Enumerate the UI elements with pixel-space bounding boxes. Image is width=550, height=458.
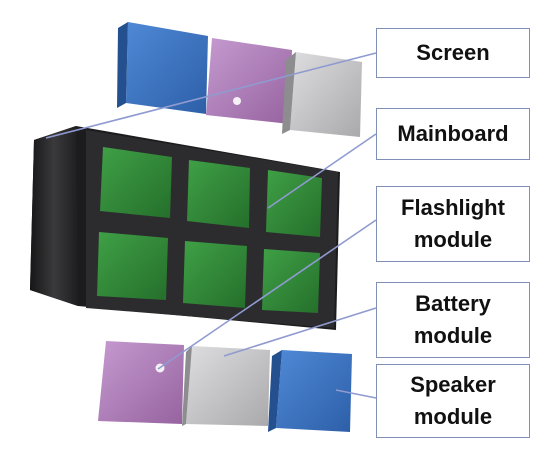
callout-screen: Screen	[376, 28, 530, 78]
callout-battery-module: Battery module	[376, 282, 530, 358]
label-battery-line1: Battery	[415, 291, 491, 317]
callout-speaker-module: Speaker module	[376, 364, 530, 438]
leader-lines	[45, 52, 377, 399]
battery-gray-module	[182, 346, 270, 426]
speaker-blue-module	[268, 350, 352, 432]
flashlight-purple-module	[98, 341, 184, 424]
label-mainboard: Mainboard	[397, 121, 509, 147]
label-battery-line2: module	[413, 323, 493, 348]
label-screen: Screen	[416, 40, 490, 66]
leader-line-battery	[223, 307, 377, 357]
label-flashlight-line1: Flashlight	[401, 195, 505, 221]
leader-line-screen	[45, 52, 377, 139]
callout-flashlight-module: Flashlight module	[376, 186, 530, 262]
screen-purple-module	[206, 38, 292, 124]
callout-mainboard: Mainboard	[376, 108, 530, 160]
label-flashlight-line2: module	[413, 227, 493, 252]
leader-line-mainboard	[267, 133, 377, 209]
mainboard	[30, 126, 340, 330]
leader-line-speaker	[335, 389, 377, 399]
mainboard-cells	[97, 147, 322, 313]
screen-blue-module	[117, 22, 208, 114]
label-speaker-line2: module	[413, 404, 493, 429]
label-speaker-line1: Speaker	[410, 372, 496, 398]
screen-gray-module	[282, 52, 362, 137]
leader-line-flashlight	[157, 219, 377, 370]
